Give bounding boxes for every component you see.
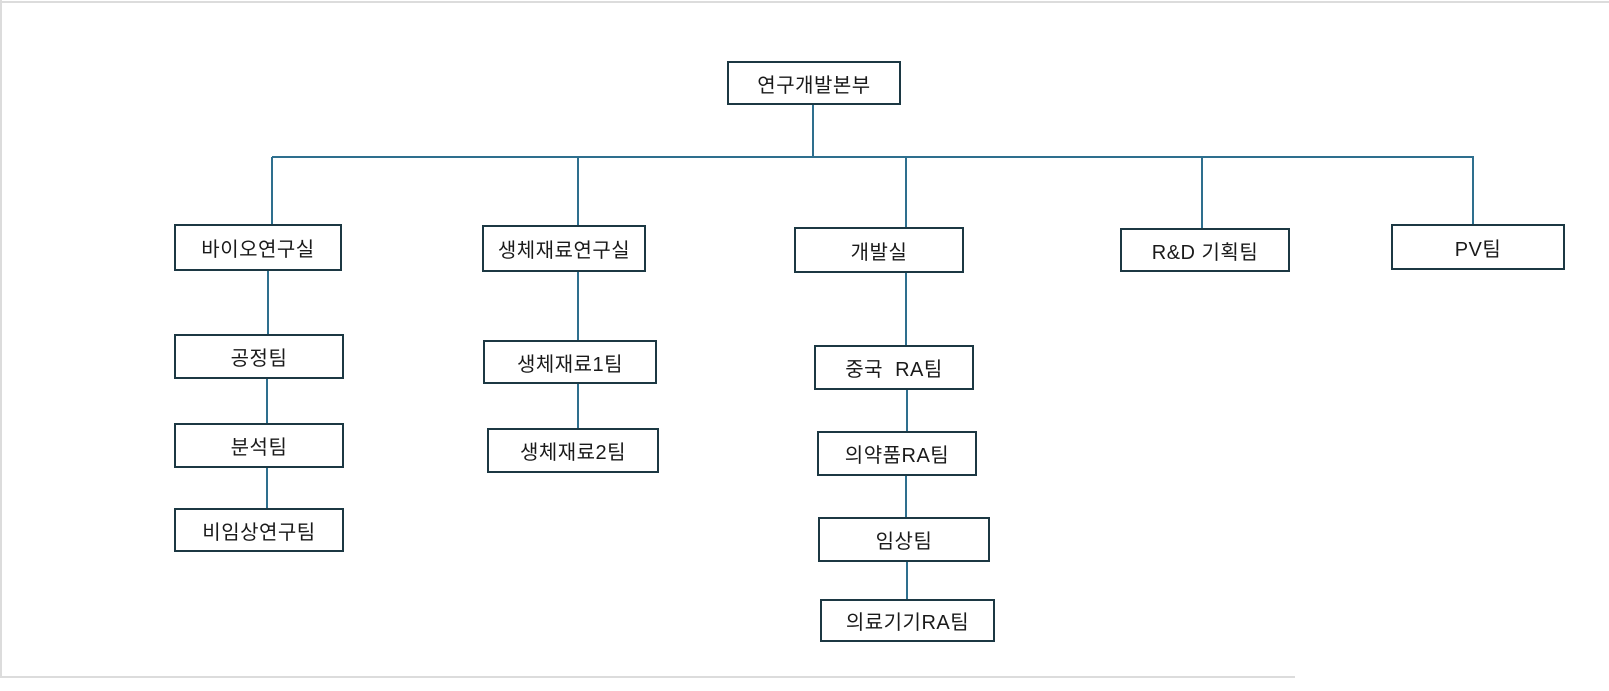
org-node-biomat2: 생체재료2팀 [487,428,659,473]
org-node-analysis: 분석팀 [174,423,344,468]
org-node-clinical: 임상팀 [818,517,990,562]
org-node-rnd: R&D 기획팀 [1120,228,1290,272]
org-node-pv: PV팀 [1391,224,1565,270]
org-node-bio: 바이오연구실 [174,224,342,271]
org-node-dev: 개발실 [794,227,964,273]
canvas-bottom-edge [0,676,1295,678]
org-node-device-ra: 의료기기RA팀 [820,599,995,642]
canvas-left-edge [0,0,2,677]
org-node-china-ra: 중국 RA팀 [814,345,974,390]
org-node-preclinical: 비임상연구팀 [174,508,344,552]
org-node-hq: 연구개발본부 [727,61,901,105]
org-node-biomat: 생체재료연구실 [482,225,646,272]
org-node-pharma-ra: 의약품RA팀 [817,431,977,476]
org-node-biomat1: 생체재료1팀 [483,340,657,384]
org-node-process: 공정팀 [174,334,344,379]
canvas-top-edge [0,1,1609,3]
